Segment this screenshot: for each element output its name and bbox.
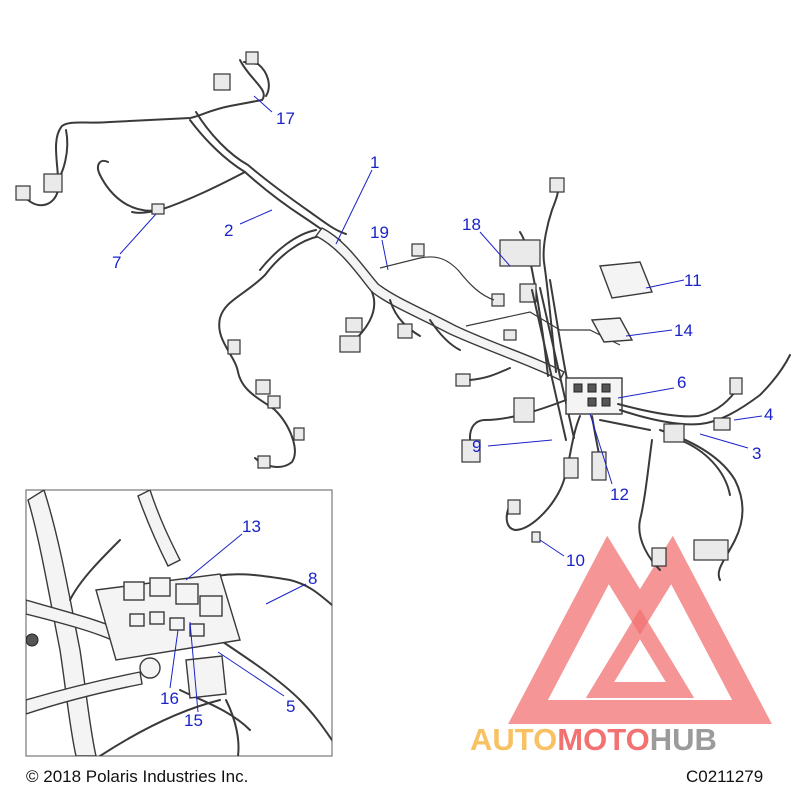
fuse-box-icon (565, 377, 623, 415)
connector-icon (591, 451, 607, 481)
inset-fuse-icon (129, 613, 145, 627)
callout-4: 4 (764, 405, 773, 424)
connector-icon (267, 395, 281, 409)
connector-icon (411, 243, 425, 257)
automotohub-watermark: AUTOMOTOHUB (470, 535, 772, 757)
connector-icon (293, 427, 305, 441)
callout-19: 19 (370, 223, 389, 242)
connector-icon (549, 177, 565, 193)
callout-11: 11 (684, 271, 702, 290)
callout-15: 15 (184, 711, 203, 730)
connector-icon (519, 283, 537, 303)
connector-icon (663, 423, 685, 443)
inset-relay-icon (175, 583, 199, 605)
connector-icon (729, 377, 743, 395)
inset-detail-view (25, 489, 333, 757)
connector-icon (245, 51, 259, 65)
label-sheet-icon (590, 317, 634, 343)
callout-3: 3 (752, 444, 761, 463)
inset-fuse-icon (149, 611, 165, 625)
connector-icon (455, 373, 471, 387)
inset-relay-icon (123, 581, 145, 601)
callout-6: 6 (677, 373, 686, 392)
connector-icon (507, 499, 521, 515)
watermark-moto: MOTO (557, 722, 649, 757)
fuse-icon (573, 383, 583, 393)
connector-icon (257, 455, 271, 469)
diagram-code: C0211279 (686, 767, 763, 786)
inset-relay-icon (149, 577, 171, 597)
watermark-auto: AUTO (470, 722, 557, 757)
callout-1: 1 (370, 153, 379, 172)
callout-18: 18 (462, 215, 481, 234)
fuse-icon (601, 397, 611, 407)
connector-icon (693, 539, 729, 561)
watermark-hub: HUB (650, 722, 717, 757)
callout-2: 2 (224, 221, 233, 240)
callout-labels: 1 2 3 4 5 6 7 8 9 10 11 12 13 14 15 16 1… (112, 109, 773, 730)
control-module-icon (599, 261, 653, 299)
connector-icon (513, 397, 535, 423)
fuse-icon (587, 397, 597, 407)
callout-5: 5 (286, 697, 295, 716)
callout-7: 7 (112, 253, 121, 272)
watermark-triangle-logo (508, 535, 772, 724)
callout-8: 8 (308, 569, 317, 588)
connector-icon (397, 323, 413, 339)
connector-icon (213, 73, 231, 91)
connector-icon (339, 335, 361, 353)
connector-icon (15, 185, 31, 201)
connector-icon (491, 293, 505, 307)
callout-16: 16 (160, 689, 179, 708)
fuse-icon (601, 383, 611, 393)
connector-icon (503, 329, 517, 341)
inset-fuse-icon (169, 617, 185, 631)
connector-icon (345, 317, 363, 333)
connector-icon (651, 547, 667, 567)
callout-12: 12 (610, 485, 629, 504)
fuse-icon (587, 383, 597, 393)
callout-13: 13 (242, 517, 261, 536)
connector-icon (563, 457, 579, 479)
copyright-text: © 2018 Polaris Industries Inc. (26, 767, 248, 786)
callout-9: 9 (472, 437, 481, 456)
connector-icon (461, 439, 481, 463)
callout-10: 10 (566, 551, 585, 570)
watermark-text: AUTOMOTOHUB (470, 722, 717, 757)
inset-fuse-icon (189, 623, 205, 637)
callout-17: 17 (276, 109, 295, 128)
callout-14: 14 (674, 321, 693, 340)
connector-icon (43, 173, 63, 193)
inset-relay-icon (199, 595, 223, 617)
connector-icon (151, 203, 165, 215)
connector-icon (255, 379, 271, 395)
callout-leaders (119, 95, 763, 557)
fastener-icon (531, 531, 541, 543)
main-harness-drawing (15, 51, 791, 581)
connector-icon (713, 417, 731, 431)
connector-icon (227, 339, 241, 355)
